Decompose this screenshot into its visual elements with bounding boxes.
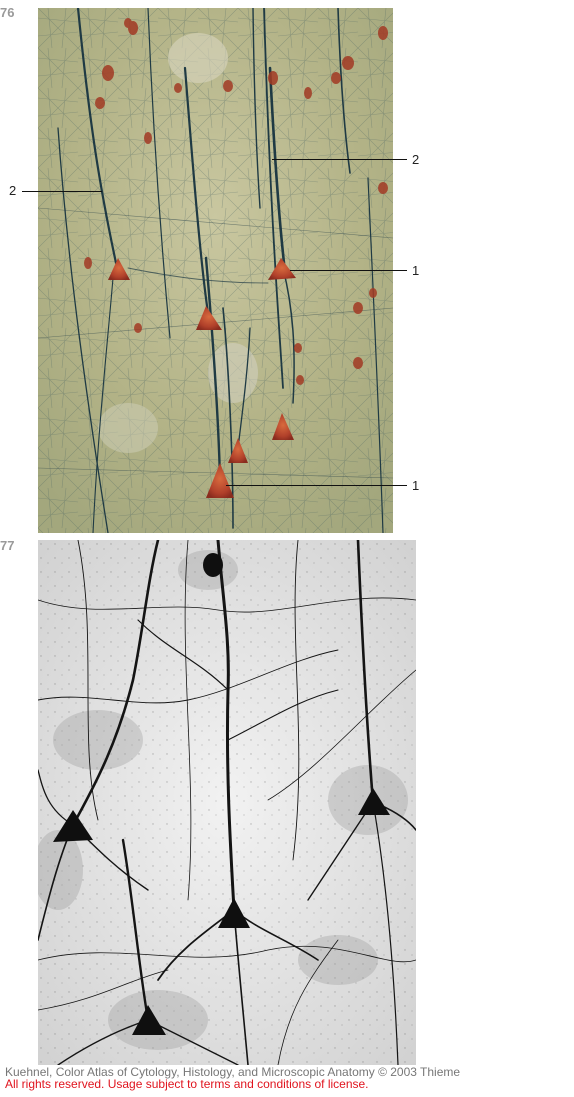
footer-rights: All rights reserved. Usage subject to te… [5,1077,369,1091]
label-2-left: 2 [9,183,17,198]
leader-line-1-lower [226,485,407,486]
leader-line-2-right [272,159,407,160]
silver-micrograph-bottom [38,540,416,1065]
leader-line-1-upper [290,270,407,271]
figure-number-77: 77 [0,538,15,553]
footer-credit: Kuehnel, Color Atlas of Cytology, Histol… [5,1065,461,1079]
silver-micrograph-image [38,540,416,1065]
label-1-upper: 1 [412,263,420,278]
leader-line-2-left [22,191,102,192]
figure-number-76: 76 [0,5,15,20]
label-2-right: 2 [412,152,420,167]
copyright-footer: Kuehnel, Color Atlas of Cytology, Histol… [5,1066,574,1090]
label-1-lower: 1 [412,478,420,493]
